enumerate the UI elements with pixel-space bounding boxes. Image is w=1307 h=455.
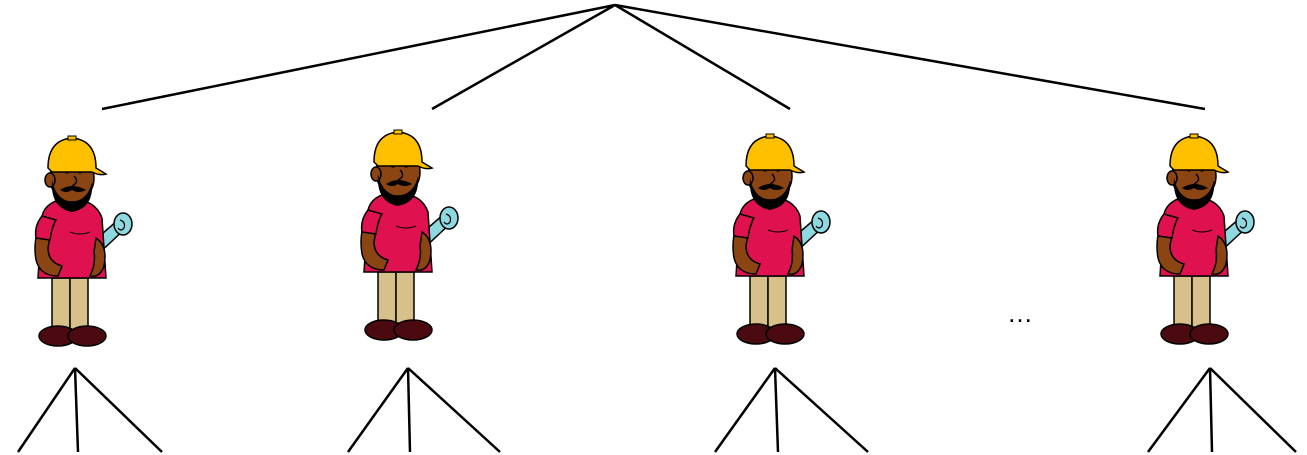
construction-worker-icon (733, 134, 830, 344)
construction-worker-icon (361, 130, 458, 340)
construction-worker-icon (1157, 134, 1254, 344)
root-connector-line-2 (432, 5, 615, 109)
root-connector-line-1 (102, 5, 615, 109)
construction-worker-icon (35, 136, 132, 346)
child-branch-1 (18, 368, 162, 452)
child-branch-4 (1148, 368, 1296, 452)
child-branch-3 (715, 368, 868, 452)
child-branch-2 (348, 368, 500, 452)
ellipsis: … (1007, 298, 1033, 328)
